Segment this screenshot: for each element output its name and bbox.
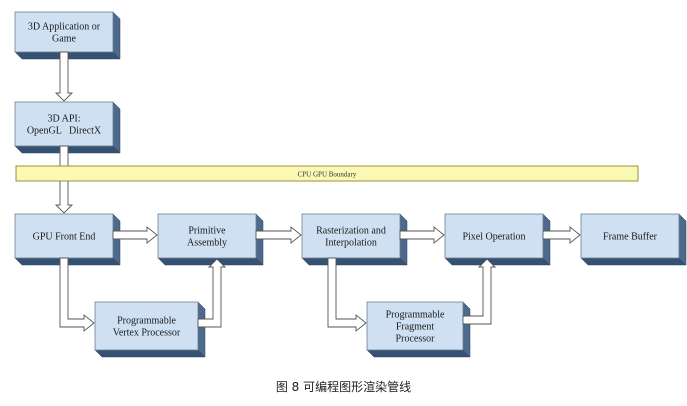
- node-fe: GPU Front End: [14, 213, 121, 266]
- arrow-pixel-operation-to-frame-buffer: [542, 226, 581, 244]
- node-label: 3D Application or: [28, 22, 101, 33]
- node-label: Fragment: [396, 322, 435, 333]
- node-label: Vertex Processor: [113, 328, 181, 339]
- node-label: GPU Front End: [33, 232, 96, 243]
- arrow-front-end-to-primitive-assembly: [112, 226, 158, 244]
- node-api: 3D API:OpenGL DirectX: [14, 101, 121, 154]
- arrow-vertex-processor-to-primitive-assembly: [197, 258, 227, 328]
- arrow-primitive-assembly-to-rasterization: [255, 226, 302, 244]
- node-label: Frame Buffer: [603, 232, 658, 243]
- boundary-label: CPU GPU Boundary: [298, 171, 357, 179]
- arrow-front-end-to-vertex-processor: [59, 257, 95, 332]
- arrow-rasterization-to-fragment-processor: [327, 257, 367, 332]
- node-label: Processor: [396, 334, 436, 345]
- node-label: OpenGL DirectX: [27, 126, 102, 137]
- figure-caption: 图 8 可编程图形渲染管线: [275, 380, 412, 394]
- arrow-fragment-processor-to-pixel-operation: [462, 258, 497, 325]
- arrow-app-to-api: [54, 51, 74, 102]
- node-label: 3D API:: [47, 114, 80, 125]
- node-label: Interpolation: [325, 238, 377, 249]
- edges: [54, 51, 581, 332]
- node-po: Pixel Operation: [444, 213, 551, 266]
- node-label: Programmable: [386, 310, 445, 321]
- node-label: Pixel Operation: [462, 232, 525, 243]
- node-label: Programmable: [117, 316, 176, 327]
- node-label: Rasterization and: [316, 226, 386, 237]
- node-label: Primitive: [188, 226, 226, 237]
- node-fb: Frame Buffer: [580, 213, 687, 266]
- arrow-rasterization-to-pixel-operation: [399, 226, 445, 244]
- cpu-gpu-boundary: CPU GPU Boundary: [15, 165, 639, 182]
- node-label: Game: [52, 34, 76, 45]
- node-label: Assembly: [187, 238, 227, 249]
